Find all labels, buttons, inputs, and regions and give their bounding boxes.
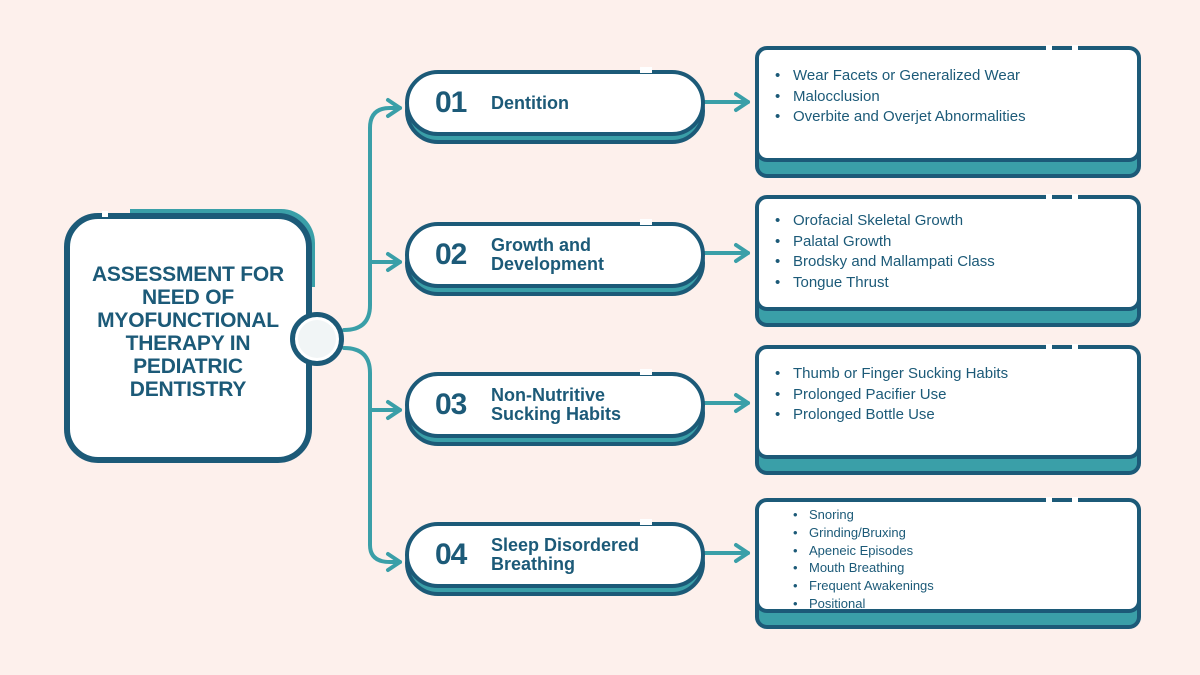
list-item: Frequent Awakenings [759, 577, 1137, 595]
item-list: Thumb or Finger Sucking Habits Prolonged… [759, 349, 1137, 426]
branch-number: 03 [435, 388, 467, 421]
branch-pill-dentition: 01 Dentition [405, 70, 705, 144]
list-item: Positional [759, 595, 1137, 613]
item-list: Snoring Grinding/Bruxing Apeneic Episode… [759, 502, 1137, 613]
list-item: Thumb or Finger Sucking Habits [759, 364, 1137, 385]
list-item: Tongue Thrust [759, 273, 1137, 294]
branch-card-sucking: Thumb or Finger Sucking Habits Prolonged… [755, 345, 1141, 475]
item-list: Orofacial Skeletal Growth Palatal Growth… [759, 199, 1137, 293]
list-item: Grinding/Bruxing [759, 524, 1137, 542]
branch-label: Sleep Disordered Breathing [491, 535, 640, 574]
branch-number: 04 [435, 538, 467, 571]
branch-card-growth: Orofacial Skeletal Growth Palatal Growth… [755, 195, 1141, 327]
hub-circle [290, 312, 344, 366]
list-item: Wear Facets or Generalized Wear [759, 66, 1137, 87]
list-item: Mouth Breathing [759, 559, 1137, 577]
item-list: Wear Facets or Generalized Wear Malocclu… [759, 50, 1137, 128]
branch-number: 01 [435, 86, 467, 119]
main-topic-box: ASSESSMENT FOR NEED OF MYOFUNCTIONAL THE… [64, 213, 312, 463]
branch-label: Non-Nutritive Sucking Habits [491, 385, 622, 424]
branch-card-sleep: Snoring Grinding/Bruxing Apeneic Episode… [755, 498, 1141, 629]
list-item: Prolonged Bottle Use [759, 405, 1137, 426]
list-item: Brodsky and Mallampati Class [759, 252, 1137, 273]
branch-label: Growth and Development [491, 235, 605, 274]
list-item: Malocclusion [759, 87, 1137, 108]
main-topic-title: ASSESSMENT FOR NEED OF MYOFUNCTIONAL THE… [91, 263, 285, 401]
list-item: Snoring [759, 506, 1137, 524]
list-item: Overbite and Overjet Abnormalities [759, 107, 1137, 128]
list-item: Prolonged Pacifier Use [759, 385, 1137, 406]
list-item: Palatal Growth [759, 232, 1137, 253]
branch-pill-growth: 02 Growth and Development [405, 222, 705, 296]
branch-number: 02 [435, 238, 467, 271]
branch-card-dentition: Wear Facets or Generalized Wear Malocclu… [755, 46, 1141, 178]
branch-pill-sucking: 03 Non-Nutritive Sucking Habits [405, 372, 705, 446]
list-item: Orofacial Skeletal Growth [759, 211, 1137, 232]
branch-pill-sleep: 04 Sleep Disordered Breathing [405, 522, 705, 596]
list-item: Apeneic Episodes [759, 542, 1137, 560]
branch-label: Dentition [491, 92, 569, 113]
